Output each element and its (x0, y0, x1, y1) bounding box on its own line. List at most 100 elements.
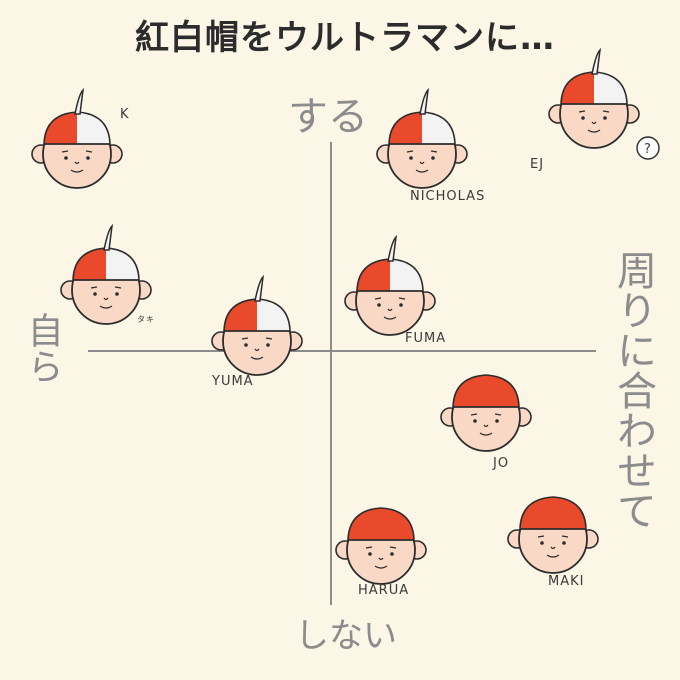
person-taki: タキ (60, 223, 155, 325)
name-label-k: K (120, 107, 130, 122)
name-label-jo: JO (492, 456, 509, 471)
name-label-yuma: YUMA (211, 374, 254, 389)
people-layer: K NICHOLAS EJ? タキ FUMA YUMA JO HARUA MAKI (31, 47, 660, 598)
eyebrow-right (389, 546, 397, 549)
mouth (479, 432, 493, 436)
nose (254, 348, 260, 352)
person-fuma: FUMA (344, 234, 446, 346)
name-label-nicholas: NICHOLAS (410, 189, 485, 204)
person-maki: MAKI (507, 496, 599, 589)
axis-label-bottom: しない (295, 616, 397, 656)
cap-white-half (106, 248, 139, 280)
cap-white-half (77, 112, 110, 144)
eyebrow-left (578, 110, 586, 113)
person-k: K (31, 87, 130, 189)
cap-fin (419, 87, 430, 115)
eyebrow-right (430, 150, 438, 153)
cap-fin (74, 87, 85, 115)
name-label-maki: MAKI (548, 574, 584, 589)
cap-red (452, 374, 520, 408)
eye-right (86, 156, 90, 160)
eye-left (473, 419, 477, 423)
cap-fin (387, 234, 398, 262)
nose (387, 308, 393, 312)
nose (103, 297, 109, 301)
nose (483, 424, 489, 428)
mouth (546, 554, 560, 558)
cap-fin (254, 274, 265, 302)
cap-red-half (44, 112, 77, 144)
cap-red-half (224, 299, 257, 331)
eyebrow-left (374, 297, 382, 300)
mouth (383, 316, 397, 320)
eye-left (93, 292, 97, 296)
axes (88, 142, 596, 605)
cap-fin (591, 47, 602, 75)
eye-right (495, 419, 499, 423)
person-jo: JO (440, 374, 532, 471)
eyebrow-right (602, 110, 610, 113)
nose (591, 121, 597, 125)
eyebrow-right (85, 150, 93, 153)
eyebrow-left (241, 337, 249, 340)
eye-left (368, 552, 372, 556)
eyebrow-left (90, 286, 98, 289)
name-label-ej: EJ (530, 157, 544, 172)
name-label-fuma: FUMA (405, 331, 446, 346)
eye-right (431, 156, 435, 160)
cap-white-half (594, 72, 627, 104)
nose (378, 557, 384, 561)
cap-white-half (390, 259, 423, 291)
mouth (250, 356, 264, 360)
question-mark-text: ? (644, 142, 652, 157)
eye-left (540, 541, 544, 545)
eyebrow-right (398, 297, 406, 300)
eye-right (562, 541, 566, 545)
person-nicholas: NICHOLAS (376, 87, 485, 204)
eyebrow-left (365, 546, 373, 549)
eye-left (244, 343, 248, 347)
mouth (99, 305, 113, 309)
cap-red-half (561, 72, 594, 104)
eye-right (115, 292, 119, 296)
nose (550, 546, 556, 550)
cap-white-half (422, 112, 455, 144)
cap-red (347, 507, 415, 541)
eye-left (581, 116, 585, 120)
cap-red-half (357, 259, 390, 291)
eye-right (603, 116, 607, 120)
name-label-harua: HARUA (358, 583, 409, 598)
cap-white-half (257, 299, 290, 331)
eyebrow-right (561, 535, 569, 538)
eye-left (64, 156, 68, 160)
mouth (374, 565, 388, 569)
mouth (415, 169, 429, 173)
name-label-taki: タキ (137, 315, 155, 324)
cap-red (519, 496, 587, 530)
eyebrow-left (537, 535, 545, 538)
person-ej: EJ? (530, 47, 660, 172)
cap-red-half (73, 248, 106, 280)
mouth (70, 169, 84, 173)
eyebrow-right (114, 286, 122, 289)
person-harua: HARUA (335, 507, 427, 598)
nose (419, 161, 425, 165)
nose (74, 161, 80, 165)
axis-label-right: 周りに合わせて (610, 250, 656, 530)
axis-label-left: 自ら (21, 312, 63, 384)
eye-left (409, 156, 413, 160)
eye-right (390, 552, 394, 556)
person-yuma: YUMA (211, 274, 303, 389)
eye-right (399, 303, 403, 307)
eyebrow-right (265, 337, 273, 340)
eyebrow-left (470, 413, 478, 416)
page-title: 紅白帽をウルトラマンに… (135, 18, 555, 58)
eyebrow-left (61, 150, 69, 153)
eye-left (377, 303, 381, 307)
eye-right (266, 343, 270, 347)
cap-fin (103, 223, 114, 251)
axis-label-top: する (288, 94, 368, 140)
question-bubble (636, 136, 660, 160)
cap-red-half (389, 112, 422, 144)
